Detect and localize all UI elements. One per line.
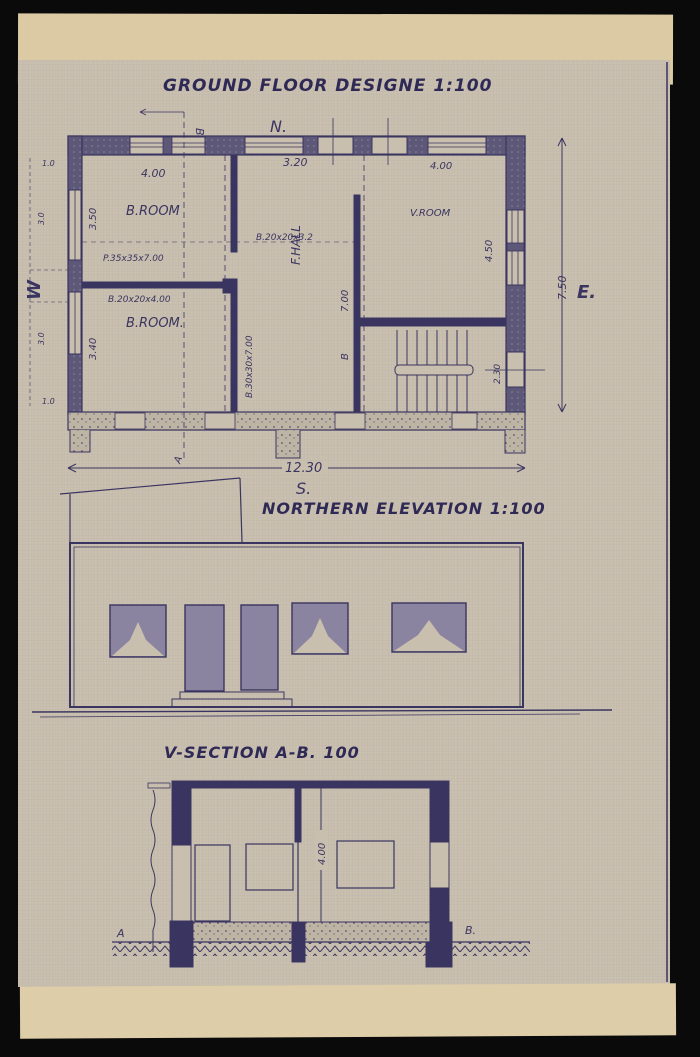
section-marker-bottom: A (172, 455, 185, 466)
hall-name: F.HALL (289, 225, 303, 265)
northern-elevation (31, 477, 613, 718)
room-1-depth: 3.50 (88, 208, 99, 230)
vroom-depth: 4.50 (484, 240, 495, 262)
left-dim-2: 3.0 (37, 212, 46, 225)
ground-floor-title: GROUND FLOOR DESIGNE 1:100 (163, 76, 492, 96)
room-vroom-name: V.ROOM (410, 208, 451, 219)
sheet-edge-line (666, 62, 668, 982)
compass-south: S. (296, 479, 311, 498)
beam-annotation-3: B.30x30x7.00 (245, 335, 255, 398)
hall-wall-label: B (340, 353, 351, 360)
compass-north: N. (270, 117, 287, 136)
section-title: V-SECTION A-B. 100 (164, 743, 360, 762)
left-dim-4: 1.0 (42, 397, 55, 406)
beam-annotation-1: B.20x20x4.00 (108, 295, 171, 305)
dim-bg (314, 830, 328, 870)
section-marker-a: A (116, 927, 125, 940)
vertical-section (112, 780, 530, 968)
ground-floor-plan (29, 108, 567, 473)
pillar-annotation: P.35x35x7.00 (103, 254, 164, 264)
section-marker-top: B. (193, 128, 206, 139)
hall-width: 3.20 (283, 156, 308, 169)
compass-east: E. (577, 282, 596, 303)
room-1-name: B.ROOM (126, 204, 180, 219)
elevation-door (240, 604, 279, 691)
vroom-width: 4.00 (430, 161, 452, 172)
section-marker-b: B. (465, 924, 476, 937)
room-2-name: B.ROOM. (126, 316, 184, 331)
blueprint-sheet (18, 60, 670, 987)
overall-depth: 7.50 (556, 276, 569, 301)
overall-width: 12.30 (285, 461, 322, 476)
stair-dimension: 2.30 (493, 364, 503, 384)
elevation-window (109, 604, 167, 658)
dim-bg (282, 461, 328, 475)
room-2-depth: 3.40 (88, 338, 99, 360)
beam-annotation-2: B.20x20x3.2 (256, 233, 313, 243)
left-dim-1: 1.0 (42, 159, 55, 168)
elevation-window (391, 602, 467, 653)
elevation-door (184, 604, 225, 692)
compass-west: W (24, 279, 45, 300)
left-dim-3: 3.0 (37, 332, 46, 345)
room-1-width: 4.00 (141, 167, 166, 180)
hall-depth: 7.00 (340, 290, 351, 312)
section-height: 4.00 (317, 843, 328, 865)
elevation-window (291, 602, 349, 655)
elevation-title: NORTHERN ELEVATION 1:100 (262, 499, 546, 518)
